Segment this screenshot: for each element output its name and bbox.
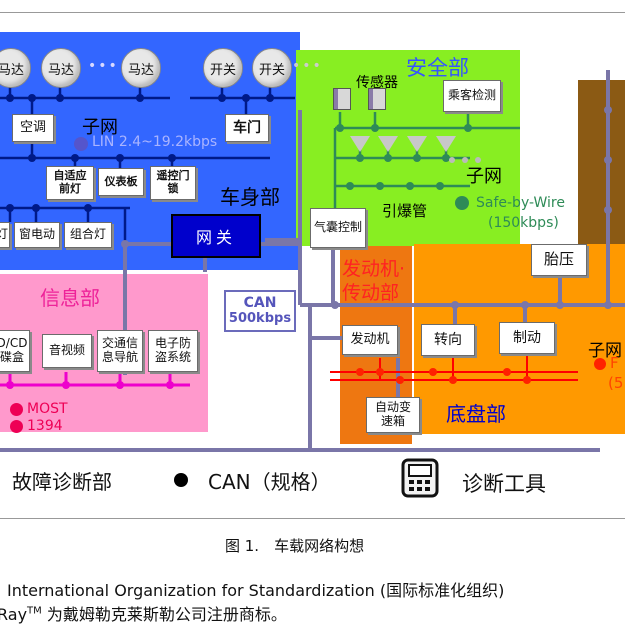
- flexray-speed: (5: [608, 374, 624, 392]
- gearbox-node: 自动变速箱: [366, 397, 420, 433]
- squib-icon: [350, 136, 370, 152]
- lin-label: LIN 2.4~19.2kbps: [92, 134, 218, 150]
- engine-label: 发动机: [350, 331, 390, 347]
- remote-lock-node: 遥控门锁: [150, 166, 196, 200]
- motor-node-2: 马达: [41, 48, 81, 88]
- flexray-dot: [594, 358, 606, 370]
- passenger-detect-label: 乘客检测: [447, 88, 496, 103]
- av-node: 音视频: [42, 334, 92, 368]
- airbag-label: 气囊控制: [313, 220, 362, 235]
- headlight-node: 自适应前灯: [46, 166, 94, 200]
- flexray-label: F: [610, 354, 619, 372]
- dashboard-label: 仪表板: [104, 174, 138, 188]
- door-label: 车门: [233, 119, 261, 136]
- most-dot: [10, 403, 23, 416]
- lin-dot: [74, 137, 88, 151]
- lamp-label: 灯: [0, 227, 8, 242]
- switch-ellipsis: •••: [292, 58, 323, 74]
- cd-node: D/CD 碟盒: [0, 330, 30, 372]
- footnote-trademark: RayTM 为戴姆勒克莱斯勒公司注册商标。: [0, 601, 287, 625]
- footnote-rest: 为戴姆勒克莱斯勒公司注册商标。: [41, 605, 287, 624]
- motor-label: 马达: [47, 62, 74, 78]
- motor-label: 马达: [0, 62, 24, 78]
- tire-label: 胎压: [543, 250, 574, 269]
- info-zone-title: 信息部: [40, 286, 100, 310]
- gearbox-label: 自动变速箱: [374, 400, 411, 428]
- safety-bus-name: Safe-by-Wire: [476, 195, 565, 211]
- footnote-sup: TM: [27, 605, 42, 617]
- av-label: 音视频: [48, 343, 85, 358]
- diagnostic-tool-graphic: [401, 458, 439, 498]
- switch-label: 开关: [209, 62, 236, 78]
- switch-node-1: 开关: [203, 48, 243, 88]
- body-subnet-label: 子网: [82, 117, 118, 138]
- sensor-label: 传感器: [356, 75, 398, 91]
- aircon-node: 空调: [12, 114, 54, 142]
- chassis-zone-title: 底盘部: [446, 402, 506, 426]
- remote-lock-label: 遥控门锁: [156, 169, 190, 195]
- figure-caption: 图 1. 车载网络构想: [225, 537, 365, 555]
- steering-node: 转向: [421, 324, 475, 356]
- brake-node: 制动: [499, 322, 555, 354]
- headlight-label: 自适应前灯: [53, 169, 87, 195]
- can-spec-label: CAN（规格）: [208, 470, 331, 494]
- chassis-subnet-label: 子网: [588, 341, 622, 361]
- window-motor-label: 窗电动: [18, 227, 55, 242]
- can-legend-dot: [174, 473, 188, 487]
- diagnostics-label: 故障诊断部: [12, 470, 112, 494]
- aircon-label: 空调: [19, 119, 46, 135]
- squib-label: 引爆管: [382, 202, 428, 220]
- nav-label: 交通信息导航: [102, 336, 139, 364]
- squib-icon: [407, 136, 427, 152]
- airbag-node: 气囊控制: [310, 208, 366, 248]
- switch-node-2: 开关: [252, 48, 292, 88]
- sensor-icon: [333, 88, 351, 110]
- combo-lamp-node: 组合灯: [64, 222, 112, 248]
- antitheft-label: 电子防盗系统: [154, 336, 191, 364]
- squib-icon: [436, 136, 456, 152]
- door-node: 车门: [225, 114, 269, 142]
- diagnostic-tool-icon: [401, 458, 439, 498]
- dashboard-node: 仪表板: [98, 168, 144, 196]
- motor-ellipsis: •••: [88, 58, 119, 74]
- body-zone-title: 车身部: [220, 185, 280, 209]
- cd-label: D/CD 碟盒: [0, 336, 28, 364]
- footnote-iso: International Organization for Standardi…: [7, 581, 505, 600]
- most-label: MOST: [27, 401, 68, 417]
- can-label-box: CAN 500kbps: [224, 290, 296, 332]
- nav-node: 交通信息导航: [97, 330, 143, 372]
- passenger-detect-node: 乘客检测: [443, 80, 501, 112]
- can-speed: 500kbps: [228, 310, 292, 326]
- combo-lamp-label: 组合灯: [69, 227, 106, 242]
- antitheft-node: 电子防盗系统: [148, 330, 198, 372]
- tire-node: 胎压: [531, 244, 587, 276]
- safety-subnet-label: 子网: [466, 166, 502, 187]
- most-speed-label: 1394: [27, 418, 63, 434]
- engine-node: 发动机: [342, 325, 398, 355]
- gateway-label: 网关: [195, 228, 236, 247]
- steering-label: 转向: [434, 331, 462, 348]
- sensor-icon: [368, 88, 386, 110]
- window-motor-node: 窗电动: [14, 222, 60, 248]
- switch-label: 开关: [258, 62, 285, 78]
- engine-zone-title: 发动机·传动部: [342, 258, 406, 304]
- top-rule: [0, 12, 625, 13]
- safety-bus-dot: [455, 196, 469, 210]
- squib-icon: [378, 136, 398, 152]
- lamp-node: 灯: [0, 222, 10, 248]
- most-dot: [10, 420, 23, 433]
- motor-node-1: 马达: [0, 48, 31, 88]
- safety-bus-speed: (150kbps): [488, 215, 559, 231]
- gateway-node: 网关: [171, 214, 261, 258]
- footnote-prefix: Ray: [0, 605, 28, 624]
- motor-label: 马达: [127, 62, 154, 78]
- brake-label: 制动: [513, 329, 541, 346]
- diagnostic-tool-label: 诊断工具: [462, 472, 546, 496]
- motor-node-3: 马达: [121, 48, 161, 88]
- divider-rule: [0, 518, 625, 519]
- brown-zone: [578, 80, 625, 245]
- can-label: CAN: [243, 295, 277, 312]
- safety-zone-title: 安全部: [406, 56, 469, 80]
